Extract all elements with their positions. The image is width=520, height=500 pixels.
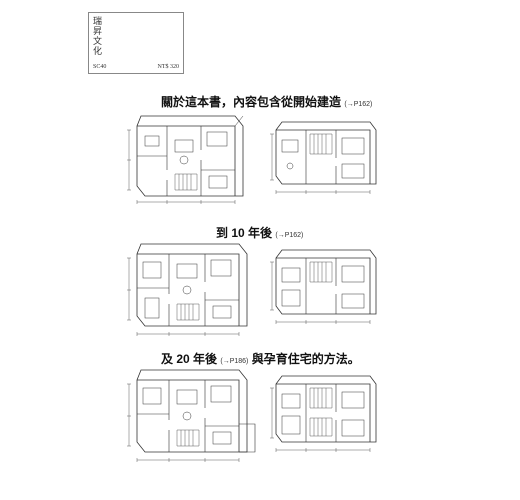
publisher-name: 瑞昇文化 — [93, 17, 103, 57]
floorplan-10y-ground — [127, 238, 251, 342]
price-label: NT$ 320 — [157, 64, 180, 70]
floorplan-20y-upper — [270, 372, 380, 460]
caption-initial: 關於這本書，內容包含從開始建造 (→P162) — [161, 93, 372, 110]
caption-10-years-ref: (→P162) — [275, 232, 304, 239]
caption-20-years: 及 20 年後 (→P186) 與孕育住宅的方法。 — [161, 350, 360, 367]
caption-initial-text: 關於這本書，內容包含從開始建造 — [161, 95, 342, 109]
caption-20-years-suffix: 與孕育住宅的方法。 — [251, 352, 360, 366]
publisher-box: 瑞昇文化 SC40 NT$ 320 — [88, 12, 184, 74]
floorplan-10y-upper — [270, 246, 380, 332]
caption-initial-ref: (→P162) — [344, 101, 373, 108]
caption-20-years-ref: (→P186) — [220, 358, 249, 365]
floorplan-initial-ground — [127, 110, 247, 212]
floorplan-initial-upper — [270, 118, 380, 202]
floorplan-20y-ground — [127, 364, 259, 470]
caption-20-years-text: 及 20 年後 — [161, 352, 218, 366]
caption-10-years: 到 10 年後 (→P162) — [216, 224, 303, 241]
series-code: SC40 — [93, 64, 107, 70]
caption-10-years-text: 到 10 年後 — [216, 226, 273, 240]
